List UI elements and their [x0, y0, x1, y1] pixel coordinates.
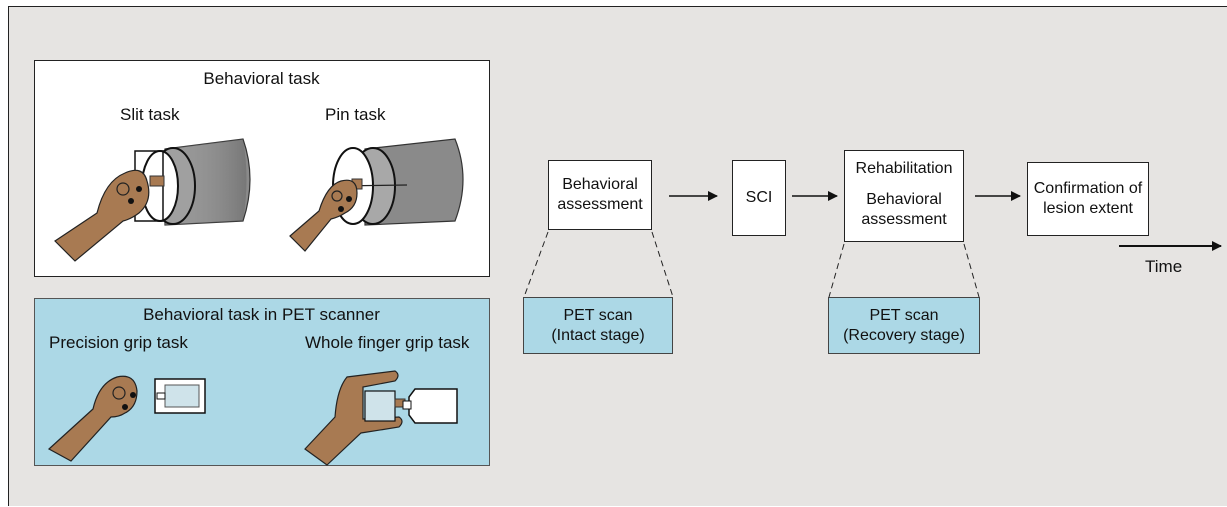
pet-scanner-task-title: Behavioral task in PET scanner	[143, 305, 380, 324]
pet2-line2: (Recovery stage)	[843, 326, 965, 344]
step4-line2: lesion extent	[1043, 200, 1133, 217]
dashed-line-pet2-left	[828, 243, 845, 298]
figure-canvas: Behavioral task Slit task Pin task	[8, 6, 1227, 506]
step3-line1: Behavioral	[866, 191, 942, 208]
step1-line1: Behavioral	[562, 176, 638, 193]
dashed-line-pet2-right	[963, 243, 980, 298]
pin-task-hand-illustration	[289, 179, 358, 252]
step1-line2: assessment	[557, 196, 643, 213]
dashed-line-pet1-left	[523, 231, 549, 298]
behavioral-assessment-box-1: Behavioral assessment	[548, 160, 652, 230]
flow-connectors	[523, 191, 1222, 298]
sci-box: SCI	[732, 160, 786, 236]
pet1-line1: PET scan	[563, 306, 633, 324]
step3-line2: assessment	[861, 211, 947, 228]
pet2-line1: PET scan	[869, 306, 939, 324]
behavioral-task-panel: Behavioral task Slit task Pin task	[34, 60, 490, 277]
time-label: Time	[1145, 257, 1183, 276]
rehabilitation-label: Rehabilitation	[855, 160, 953, 177]
step4-line1: Confirmation of	[1033, 180, 1143, 197]
pin-task-cylinder-illustration	[332, 138, 464, 226]
slit-task-label: Slit task	[120, 105, 180, 124]
whole-finger-grip-hand-illustration	[304, 370, 406, 466]
rehabilitation-box: Rehabilitation Behavioral assessment	[844, 150, 964, 242]
whole-finger-grip-device-illustration	[402, 388, 458, 424]
dashed-line-pet1-right	[651, 231, 674, 298]
pet1-line2: (Intact stage)	[551, 326, 645, 344]
task-illustrations	[54, 138, 464, 262]
pet-scan-intact-box: PET scan (Intact stage)	[523, 297, 673, 354]
behavioral-task-title: Behavioral task	[203, 69, 320, 88]
confirmation-box: Confirmation of lesion extent	[1027, 162, 1149, 236]
pet-scanner-task-panel: Behavioral task in PET scanner Precision…	[34, 298, 490, 466]
precision-grip-device-illustration	[154, 378, 206, 414]
precision-grip-hand-illustration	[47, 375, 138, 462]
sci-label: SCI	[745, 189, 773, 206]
precision-grip-label: Precision grip task	[49, 333, 188, 352]
slit-task-cylinder-illustration	[134, 138, 251, 226]
pet-scan-recovery-box: PET scan (Recovery stage)	[828, 297, 980, 354]
whole-finger-grip-label: Whole finger grip task	[305, 333, 470, 352]
pet-task-illustrations	[47, 370, 458, 466]
slit-task-hand-illustration	[54, 169, 150, 262]
pin-task-label: Pin task	[325, 105, 386, 124]
